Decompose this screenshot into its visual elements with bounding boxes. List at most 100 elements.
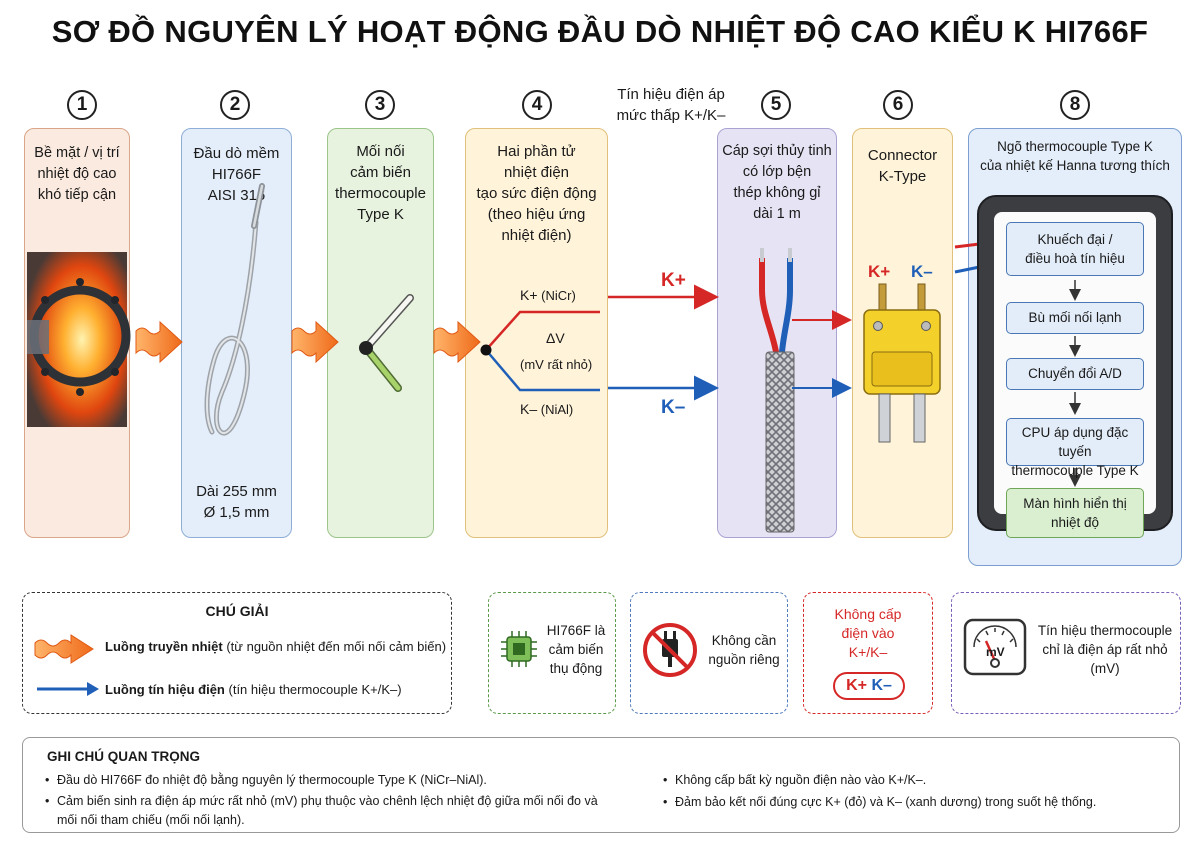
braided-cable-image: [759, 248, 795, 533]
meter-block-cpu: CPU áp dụng đặc tuyến thermocouple Type …: [1006, 418, 1144, 478]
card-no-supply-line-1: Không cấp: [834, 606, 902, 622]
panel-2-line-3: AISI 316: [207, 187, 266, 204]
step-number-8: 8: [1060, 90, 1090, 120]
panel-6-text: Connector K-Type: [853, 145, 952, 187]
thermoelement-lines: [480, 310, 600, 392]
card-no-supply-text: Không cấp điện vào K+/K–: [804, 605, 932, 662]
meter-block-ad-converter: Chuyển đổi A/D: [1006, 358, 1144, 390]
meter-block-amplifier: Khuếch đại / điều hoà tín hiệu: [1006, 222, 1144, 276]
meter-block-display-line-2: nhiệt độ: [1050, 515, 1100, 530]
card-mv-line-3: (mV): [1090, 661, 1120, 676]
step-number-3: 3: [365, 90, 395, 120]
connector-kminus-label: K–: [911, 262, 933, 281]
step-number-2: 2: [220, 90, 250, 120]
panel-junction: Mối nối cảm biến thermocouple Type K: [327, 128, 434, 538]
element-kplus-name: K+: [520, 287, 538, 303]
card-no-power: Không cần nguồn riêng: [630, 592, 788, 714]
legend-signal-row: Luồng tín hiệu điện (tín hiệu thermocoup…: [105, 682, 402, 697]
card-passive-line-2: cảm biến: [548, 642, 604, 657]
heat-flow-arrow-3: [433, 320, 481, 364]
panel-8-text: Ngõ thermocouple Type K của nhiệt kế Han…: [969, 137, 1181, 175]
note-left-2-cont: mối nối tham chiếu (mối nối lạnh).: [57, 813, 245, 827]
card-mv-signal: mV Tín hiệu thermocouple chỉ là điện áp …: [951, 592, 1181, 714]
panel-4-line-1: Hai phần tử: [497, 143, 576, 160]
card-no-supply-line-3: K+/K–: [848, 644, 888, 660]
meter-block-amplifier-line-2: điều hoà tín hiệu: [1025, 251, 1125, 266]
meter-block-display-line-1: Màn hình hiển thị: [1023, 496, 1127, 511]
panel-1-line-3: khó tiếp cận: [37, 187, 117, 203]
legend-box: CHÚ GIẢI Luồng truyền nhiệt (từ nguồn nh…: [22, 592, 452, 714]
card-mv-line-2: chỉ là điện áp rất nhỏ: [1042, 642, 1168, 657]
chip-icon: [501, 631, 537, 667]
note-right-2: Đảm bảo kết nối đúng cực K+ (đỏ) và K– (…: [663, 793, 1096, 812]
legend-heat-icon: [34, 634, 94, 664]
wire-kminus-label: K–: [661, 397, 686, 418]
panel-3-line-3: thermocouple: [335, 185, 426, 202]
panel-2-line-2: HI766F: [211, 166, 262, 183]
legend-title: CHÚ GIẢI: [205, 603, 269, 619]
panel-6-line-2: K-Type: [878, 168, 927, 185]
important-notes-box: GHI CHÚ QUAN TRỌNG Đầu dò HI766F đo nhiệ…: [22, 737, 1180, 833]
panel-3-text: Mối nối cảm biến thermocouple Type K: [328, 141, 433, 225]
no-supply-polarity-badge: K+ K–: [833, 672, 905, 700]
panel-3-line-4: Type K: [357, 206, 404, 223]
element-kminus-label: K– (NiAl): [520, 401, 573, 417]
panel-5-text: Cáp sợi thủy tinh có lớp bện thép không …: [718, 141, 836, 225]
legend-heat-bold: Luồng truyền nhiệt: [105, 639, 223, 654]
card-passive-line-3: thụ động: [549, 661, 603, 676]
voltmeter-icon: [963, 618, 1027, 676]
element-kminus-name: K–: [520, 401, 538, 417]
legend-signal-bold: Luồng tín hiệu điện: [105, 682, 225, 697]
notes-title: GHI CHÚ QUAN TRỌNG: [47, 749, 200, 764]
no-supply-kminus: K–: [871, 677, 892, 694]
card-no-power-line-1: Không cần: [711, 633, 777, 648]
heat-flow-arrow-2: [291, 320, 339, 364]
card-mv-text: Tín hiệu thermocouple chỉ là điện áp rất…: [1032, 621, 1178, 678]
probe-diameter: Ø 1,5 mm: [203, 504, 270, 521]
panel-thermoelements: Hai phần tử nhiệt điện tạo sức điện động…: [465, 128, 608, 538]
signal-top-label: Tín hiệu điện áp mức thấp K+/K–: [608, 84, 734, 126]
panel-3-line-1: Mối nối: [356, 143, 405, 160]
page-title: SƠ ĐỒ NGUYÊN LÝ HOẠT ĐỘNG ĐẦU DÒ NHIỆT Đ…: [51, 14, 1149, 49]
panel-3-line-2: cảm biến: [350, 164, 411, 181]
card-no-power-text: Không cần nguồn riêng: [703, 631, 785, 669]
probe-length: Dài 255 mm: [196, 483, 277, 500]
panel-4-line-3: tạo sức điện động: [476, 185, 597, 202]
card-no-supply: Không cấp điện vào K+/K– K+ K–: [803, 592, 933, 714]
heat-flow-arrow-1: [135, 320, 183, 364]
meter-block-cpu-line-2: thermocouple Type K: [1011, 463, 1139, 478]
mv-label: (mV rất nhỏ): [520, 357, 593, 372]
delta-v-label: ΔV: [546, 330, 565, 346]
panel-5-line-1: Cáp sợi thủy tinh: [722, 143, 832, 159]
junction-image: [359, 294, 414, 392]
note-right-1: Không cấp bất kỳ nguồn điện nào vào K+/K…: [663, 771, 926, 790]
legend-heat-desc: (từ nguồn nhiệt đến mối nối cảm biến): [226, 639, 447, 654]
panel-5-line-3: thép không gỉ: [733, 185, 821, 201]
panel-4-line-4: (theo hiệu ứng: [487, 206, 586, 223]
meter-block-display: Màn hình hiển thị nhiệt độ: [1006, 488, 1144, 538]
panel-2-text: Đầu dò mềm HI766F AISI 316: [182, 143, 291, 206]
voltmeter-unit: mV: [986, 645, 1005, 659]
flexible-probe-image: [204, 183, 265, 436]
connector-kplus-label: K+: [868, 262, 891, 281]
note-left-1: Đầu dò HI766F đo nhiệt độ bằng nguyên lý…: [45, 771, 487, 790]
meter-block-cold-junction: Bù mối nối lạnh: [1006, 302, 1144, 334]
panel-4-line-5: nhiệt điện): [501, 227, 572, 244]
panel-5-line-2: có lớp bện: [742, 164, 812, 180]
panel-4-text: Hai phần tử nhiệt điện tạo sức điện động…: [466, 141, 607, 246]
panel-8-line-2: của nhiệt kế Hanna tương thích: [980, 158, 1170, 173]
panel-2-dims: Dài 255 mm Ø 1,5 mm: [182, 481, 291, 523]
meter-block-amplifier-line-1: Khuếch đại /: [1037, 232, 1113, 247]
legend-signal-desc: (tín hiệu thermocouple K+/K–): [228, 682, 402, 697]
card-mv-line-1: Tín hiệu thermocouple: [1037, 623, 1173, 638]
panel-8-line-1: Ngõ thermocouple Type K: [997, 139, 1153, 154]
no-plug-icon: [643, 623, 697, 677]
signal-top-line-1: Tín hiệu điện áp: [617, 86, 725, 103]
k-type-connector-image: [863, 283, 941, 443]
panel-4-line-2: nhiệt điện: [503, 164, 570, 181]
meter-block-cpu-line-1: CPU áp dụng đặc tuyến: [1021, 425, 1129, 459]
card-passive-line-1: HI766F là: [546, 623, 606, 638]
signal-top-line-2: mức thấp K+/K–: [616, 107, 726, 124]
step-number-5: 5: [761, 90, 791, 120]
card-passive-text: HI766F là cảm biến thụ động: [543, 621, 609, 678]
